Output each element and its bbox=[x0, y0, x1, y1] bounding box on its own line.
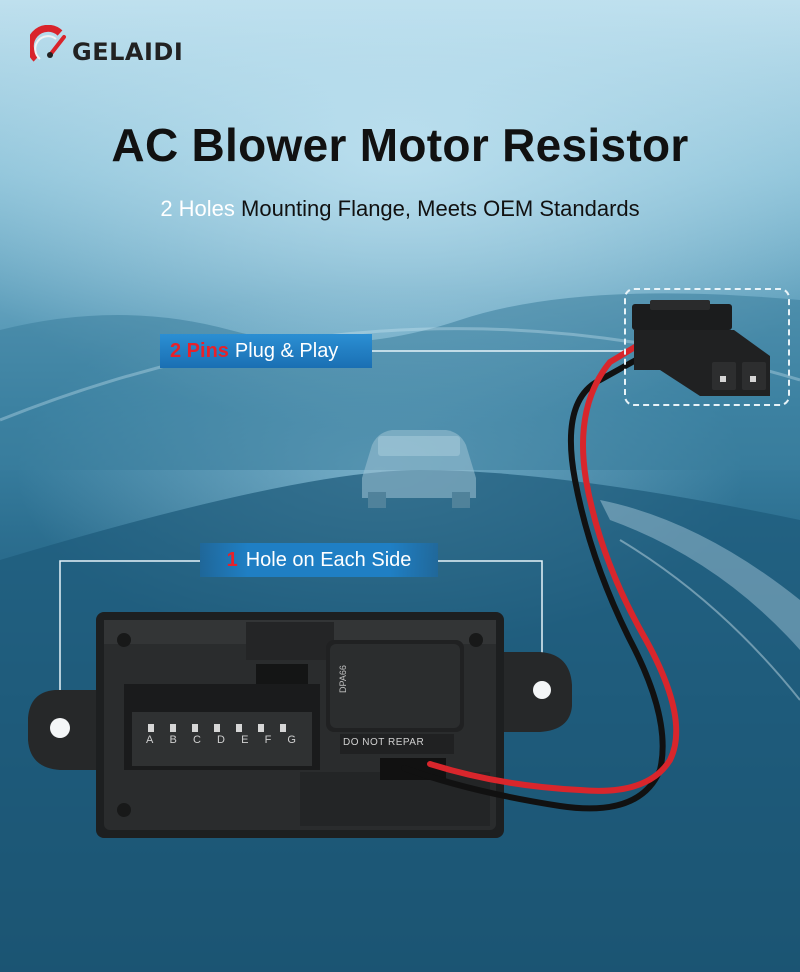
pin-label: D bbox=[217, 734, 225, 746]
material-stamp: DPA66 bbox=[338, 665, 348, 693]
page-title: AC Blower Motor Resistor bbox=[111, 119, 689, 171]
pin-label: E bbox=[241, 734, 249, 746]
two-pin-plug bbox=[632, 300, 770, 396]
pin-label: G bbox=[287, 734, 296, 746]
callout-leader-lines bbox=[59, 350, 624, 714]
brand-name: GELAIDI bbox=[72, 38, 184, 66]
car-silhouette bbox=[362, 430, 476, 508]
pin-label: F bbox=[264, 734, 272, 746]
pin-label: A bbox=[146, 734, 154, 746]
subtitle-highlight: 2 Holes bbox=[160, 196, 235, 221]
plug-highlight-frame bbox=[624, 288, 790, 406]
do-not-repair-stamp: DO NOT REPAR bbox=[343, 737, 425, 748]
pin-label: B bbox=[169, 734, 177, 746]
callout-holes-number: 1 bbox=[226, 548, 238, 571]
mounting-flanges bbox=[28, 652, 572, 770]
subtitle-text: Mounting Flange, Meets OEM Standards bbox=[234, 196, 640, 221]
resistor-body bbox=[96, 612, 504, 838]
wire-harness bbox=[401, 341, 680, 812]
callout-holes: 1 Hole on Each Side bbox=[200, 543, 438, 577]
callout-pins: 2 Pins Plug & Play bbox=[160, 334, 372, 368]
pin-letter-row: A B C D E F G bbox=[146, 734, 296, 746]
speedometer-logo-icon bbox=[30, 25, 66, 62]
brand-logo: GELAIDI bbox=[30, 24, 183, 66]
callout-holes-text: Hole on Each Side bbox=[245, 548, 412, 571]
page-subtitle: 2 Holes Mounting Flange, Meets OEM Stand… bbox=[0, 196, 800, 222]
callout-pins-number: 2 Pins bbox=[170, 339, 229, 362]
pin-label: C bbox=[192, 734, 201, 746]
callout-pins-text: Plug & Play bbox=[234, 339, 339, 362]
